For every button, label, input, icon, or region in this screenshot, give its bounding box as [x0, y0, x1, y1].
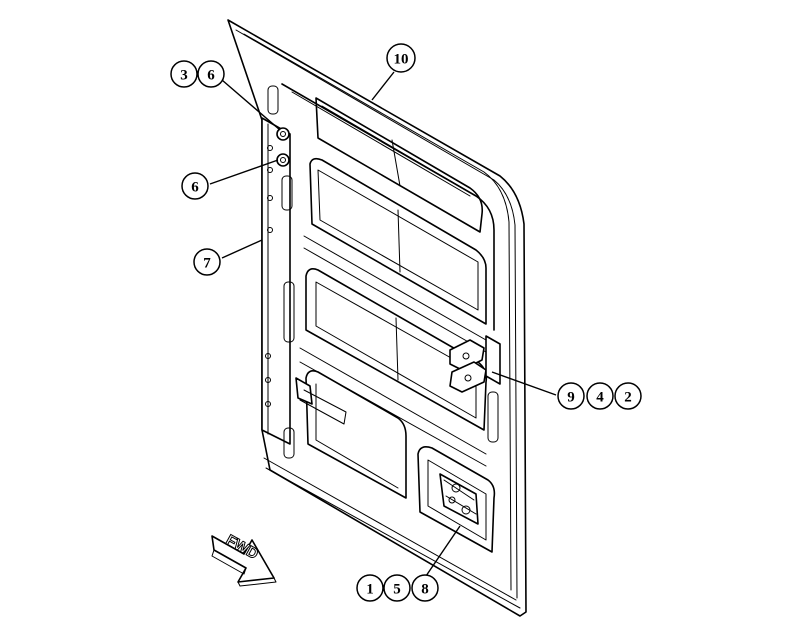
- hinge-plate: [261, 117, 291, 445]
- svg-text:7: 7: [203, 256, 211, 272]
- slot: [281, 175, 293, 211]
- callout-4: 4: [586, 382, 614, 410]
- svg-text:6: 6: [207, 68, 215, 84]
- leader-lines: [209, 71, 557, 577]
- svg-text:8: 8: [421, 582, 429, 598]
- fwd-arrow: FWD: [211, 531, 277, 587]
- bolt: [276, 127, 290, 141]
- callout-2: 2: [614, 382, 642, 410]
- slot: [487, 391, 499, 443]
- callout-6-mid: 6: [181, 172, 209, 200]
- svg-text:3: 3: [180, 68, 188, 84]
- svg-text:2: 2: [624, 390, 632, 406]
- fwd-arrow-icon: [211, 535, 275, 583]
- striker-assembly: [449, 335, 501, 393]
- svg-text:4: 4: [596, 390, 604, 406]
- svg-text:6: 6: [191, 180, 199, 196]
- callout-7: 7: [193, 248, 221, 276]
- slot: [267, 85, 279, 115]
- callout-1: 1: [356, 574, 384, 602]
- latch-assembly: [417, 446, 496, 553]
- callout-10: 10: [386, 43, 416, 73]
- bolt: [276, 153, 290, 167]
- callout-8: 8: [411, 574, 439, 602]
- callout-6-top: 6: [197, 60, 225, 88]
- svg-text:1: 1: [366, 582, 374, 598]
- slot: [283, 427, 295, 459]
- svg-text:9: 9: [567, 390, 575, 406]
- door-panel: [227, 19, 527, 617]
- callout-9: 9: [557, 382, 585, 410]
- svg-text:5: 5: [393, 582, 401, 598]
- callout-3: 3: [170, 60, 198, 88]
- lower-hinge-bracket: [295, 377, 313, 405]
- callout-5: 5: [383, 574, 411, 602]
- svg-text:10: 10: [394, 52, 409, 68]
- slot: [283, 281, 295, 343]
